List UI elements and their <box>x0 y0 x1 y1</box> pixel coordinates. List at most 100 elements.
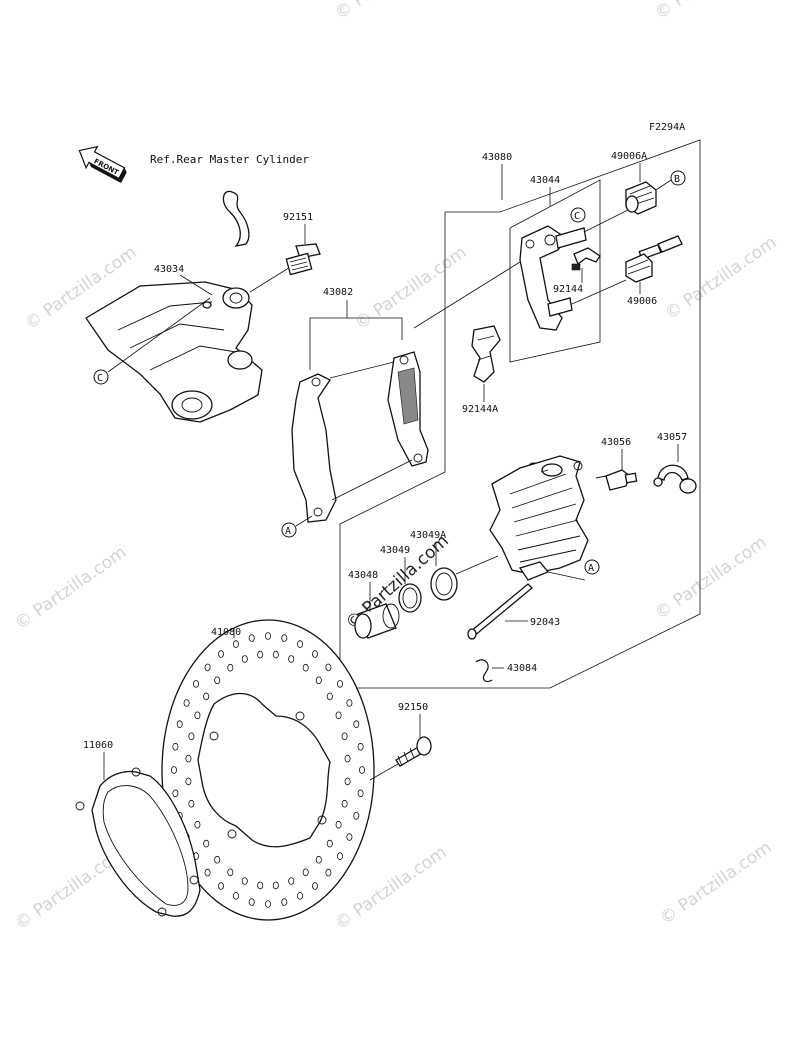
disc-vent-hole <box>194 820 201 829</box>
disc-vent-hole <box>172 789 179 798</box>
disc-vent-hole <box>326 839 333 848</box>
disc-vent-hole <box>241 655 248 663</box>
disc-vent-hole <box>325 663 332 672</box>
pad-pin-92043[interactable] <box>467 583 533 640</box>
seal-43049[interactable] <box>398 583 422 613</box>
watermark: © Partzilla.com <box>11 542 130 634</box>
brake-pad-inner[interactable] <box>387 351 429 467</box>
part-label-43084[interactable]: 43084 <box>507 663 537 674</box>
part-label-92043[interactable]: 92043 <box>530 617 560 628</box>
callout-c-label: C <box>574 211 580 222</box>
disc-vent-hole <box>204 868 211 877</box>
part-label-92151[interactable]: 92151 <box>283 212 313 223</box>
pad-holder-43044[interactable] <box>519 225 587 331</box>
disc-bolt-92150[interactable] <box>395 736 432 767</box>
leader-line <box>571 279 627 305</box>
disc-vent-hole <box>194 711 201 720</box>
disc-vent-hole <box>188 732 195 741</box>
caliper-body[interactable] <box>489 455 589 581</box>
disc-vent-hole <box>185 754 192 763</box>
disc-vent-hole <box>185 777 192 786</box>
brake-disc-41080[interactable] <box>161 619 375 921</box>
part-label-41080[interactable]: 41080 <box>211 627 241 638</box>
disc-vent-hole <box>241 877 248 885</box>
gasket-11060[interactable] <box>75 767 201 917</box>
part-label-43057[interactable]: 43057 <box>657 432 687 443</box>
part-label-49006[interactable]: 49006 <box>627 296 657 307</box>
disc-vent-hole <box>341 799 348 808</box>
part-label-43080[interactable]: 43080 <box>482 152 512 163</box>
callout-b <box>670 170 686 186</box>
disc-vent-hole <box>264 900 271 908</box>
part-label-49006A[interactable]: 49006A <box>611 151 647 162</box>
part-label-43049[interactable]: 43049 <box>380 545 410 556</box>
disc-vent-hole <box>248 634 255 642</box>
part-label-43049A[interactable]: 43049A <box>410 530 446 541</box>
disc-vent-hole <box>336 680 343 688</box>
disc-vent-hole <box>302 868 309 877</box>
bolt-92151[interactable] <box>285 243 321 276</box>
callout-b-label: B <box>674 174 680 185</box>
disc-vent-hole <box>311 650 318 658</box>
disc-vent-hole <box>281 898 288 906</box>
watermark: © Partzilla.com <box>661 232 780 324</box>
part-label-92144[interactable]: 92144 <box>553 284 583 295</box>
disc-vent-hole <box>281 634 288 642</box>
leader-line <box>249 265 293 293</box>
disc-vent-hole <box>357 742 364 751</box>
dust-boot-49006[interactable] <box>625 235 683 283</box>
disc-vent-hole <box>257 650 264 659</box>
disc-vent-hole <box>344 754 351 763</box>
disc-vent-hole <box>217 882 224 890</box>
piston-43048[interactable] <box>354 603 400 639</box>
leader-line <box>179 274 213 296</box>
bleeder-valve-43056[interactable] <box>595 469 638 491</box>
disc-vent-hole <box>257 881 264 890</box>
part-label-43048[interactable]: 43048 <box>348 570 378 581</box>
disc-vent-hole <box>336 852 343 860</box>
disc-vent-hole <box>203 839 210 848</box>
part-label-92150[interactable]: 92150 <box>398 702 428 713</box>
disc-vent-hole <box>264 632 271 640</box>
front-arrow-icon: FRONT <box>78 145 127 183</box>
disc-vent-hole <box>183 699 190 707</box>
part-label-43082[interactable]: 43082 <box>323 287 353 298</box>
callout-a-label: A <box>285 526 291 537</box>
callout-c <box>93 369 109 385</box>
pad-spring-92144A[interactable] <box>471 325 501 383</box>
part-label-92144A[interactable]: 92144A <box>462 404 498 415</box>
disc-vent-holes <box>170 632 365 908</box>
disc-vent-hole <box>227 663 234 672</box>
bleeder-cap-43057[interactable] <box>653 464 697 494</box>
disc-vent-hole <box>288 655 295 663</box>
figure-code: F2294A <box>649 122 685 133</box>
disc-vent-hole <box>232 892 239 900</box>
disc-vent-hole <box>341 732 348 741</box>
leader-line <box>107 297 211 373</box>
disc-vent-hole <box>204 663 211 672</box>
spring-92144[interactable] <box>571 247 601 271</box>
leader-line <box>547 571 586 581</box>
seal-43049A[interactable] <box>430 567 458 601</box>
brake-pad-outer[interactable] <box>291 373 337 523</box>
disc-vent-hole <box>272 650 279 659</box>
caliper-bracket-43034[interactable] <box>85 190 263 423</box>
caliper-assembly-boundary <box>339 139 701 689</box>
part-label-43056[interactable]: 43056 <box>601 437 631 448</box>
leader-line <box>331 459 413 501</box>
part-label-43044[interactable]: 43044 <box>530 175 560 186</box>
pin-clip-43084[interactable] <box>475 659 493 683</box>
reference-note: Ref.Rear Master Cylinder <box>150 153 309 166</box>
disc-vent-hole <box>272 881 279 890</box>
callout-c <box>570 207 586 223</box>
part-label-11060[interactable]: 11060 <box>83 740 113 751</box>
watermark: © Partzilla.com <box>651 0 770 24</box>
watermark: © Partzilla.com <box>331 0 450 24</box>
dust-boot-49006A[interactable] <box>625 181 657 215</box>
part-label-43034[interactable]: 43034 <box>154 264 184 275</box>
watermark: © Partzilla.com <box>651 532 770 624</box>
callout-a-label: A <box>588 563 594 574</box>
disc-vent-hole <box>176 720 183 728</box>
leader-line <box>540 469 549 473</box>
